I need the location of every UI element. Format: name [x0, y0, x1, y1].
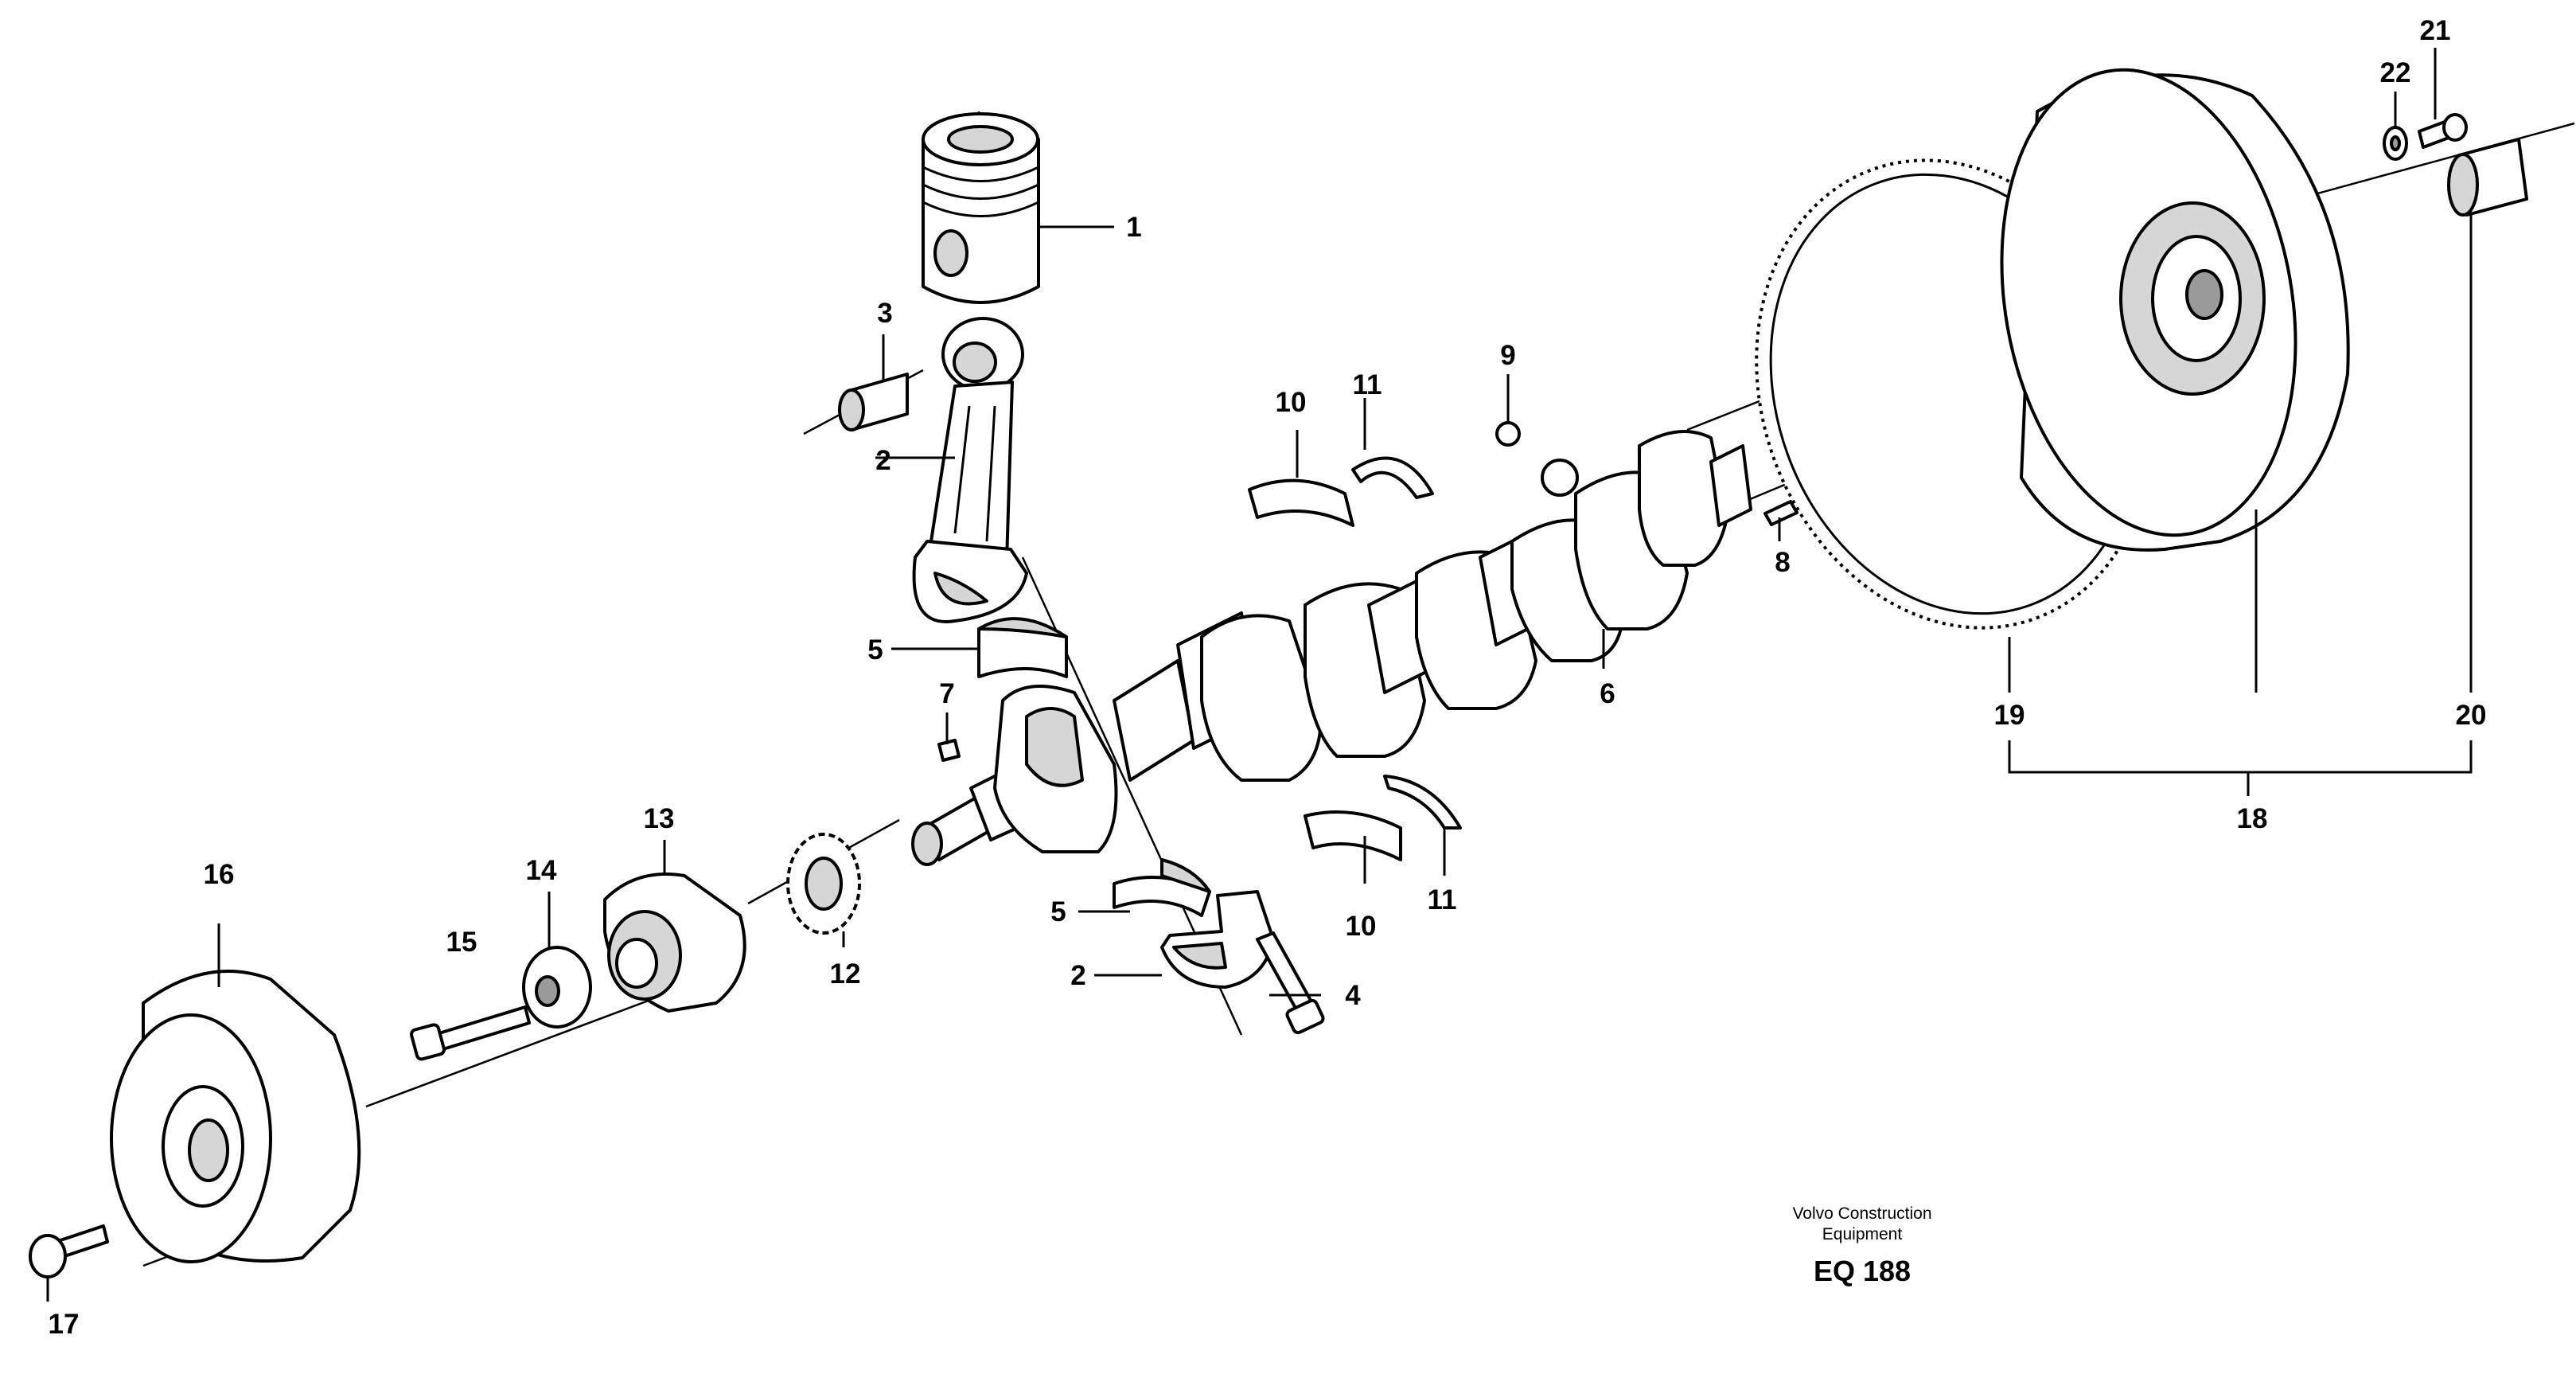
rod-cap — [1160, 890, 1275, 989]
callout-13: 13 — [644, 803, 675, 834]
vibration-damper — [110, 970, 361, 1263]
bolt-15 — [410, 1005, 531, 1061]
callout-20: 20 — [2456, 700, 2487, 731]
main-bearing-upper — [1248, 478, 1354, 527]
callout-14: 14 — [526, 855, 557, 886]
callout-leaders — [46, 48, 2473, 1302]
diagram-code: EQ 188 — [1813, 1255, 1912, 1287]
callout-5-upper: 5 — [867, 634, 883, 666]
bolt-21 — [2418, 113, 2468, 149]
hub — [603, 872, 746, 1013]
callout-9: 9 — [1500, 340, 1515, 371]
callout-3: 3 — [877, 298, 892, 329]
callout-11-lower: 11 — [1428, 884, 1457, 915]
pin-bushing — [838, 373, 909, 431]
callout-7: 7 — [939, 678, 954, 709]
callout-5-lower: 5 — [1050, 896, 1066, 927]
callout-19: 19 — [1994, 700, 2025, 731]
thrust-washer-lower — [1383, 775, 1462, 830]
washer-22 — [2383, 126, 2408, 161]
callout-6: 6 — [1600, 678, 1615, 709]
callout-2-cap: 2 — [1070, 960, 1085, 991]
callout-1: 1 — [1126, 212, 1141, 243]
callout-10-lower: 10 — [1346, 911, 1377, 942]
callout-8: 8 — [1775, 547, 1790, 578]
bearing-shell-upper — [977, 617, 1068, 678]
callout-2-rod: 2 — [875, 445, 890, 476]
callout-16: 16 — [204, 859, 235, 890]
thrust-washer-upper — [1351, 456, 1434, 499]
brand-line-2: Equipment — [1822, 1225, 1903, 1243]
piston — [922, 112, 1040, 304]
callout-11-upper: 11 — [1353, 369, 1382, 400]
bearing-shell-lower — [1113, 858, 1211, 917]
flywheel — [2000, 68, 2350, 552]
callout-17: 17 — [49, 1309, 80, 1340]
callout-12: 12 — [830, 958, 861, 990]
callout-15: 15 — [446, 927, 477, 958]
callout-18: 18 — [2237, 803, 2268, 834]
main-bearing-lower — [1304, 810, 1402, 861]
pilot-bushing — [2447, 138, 2528, 217]
brand-line-1: Volvo Construction — [1792, 1204, 1932, 1223]
crankshaft — [911, 430, 1752, 866]
callout-22: 22 — [2380, 57, 2411, 88]
callout-4: 4 — [1345, 980, 1361, 1011]
pin-8 — [1763, 500, 1799, 526]
connecting-rod — [912, 317, 1028, 623]
key-7 — [937, 739, 961, 762]
dowel-pin-9 — [1495, 421, 1521, 447]
brand-block: Volvo Construction Equipment EQ 188 — [1735, 1204, 1989, 1288]
bolt-17 — [29, 1224, 109, 1278]
callout-21: 21 — [2420, 15, 2451, 46]
washer-14 — [522, 946, 592, 1029]
rod-bolt — [1256, 931, 1325, 1035]
callout-10-upper: 10 — [1276, 387, 1307, 418]
callout-labels: 1 2 3 2 4 5 5 6 7 8 9 10 10 11 11 12 13 … — [49, 15, 2487, 1340]
crank-gear — [786, 833, 861, 935]
